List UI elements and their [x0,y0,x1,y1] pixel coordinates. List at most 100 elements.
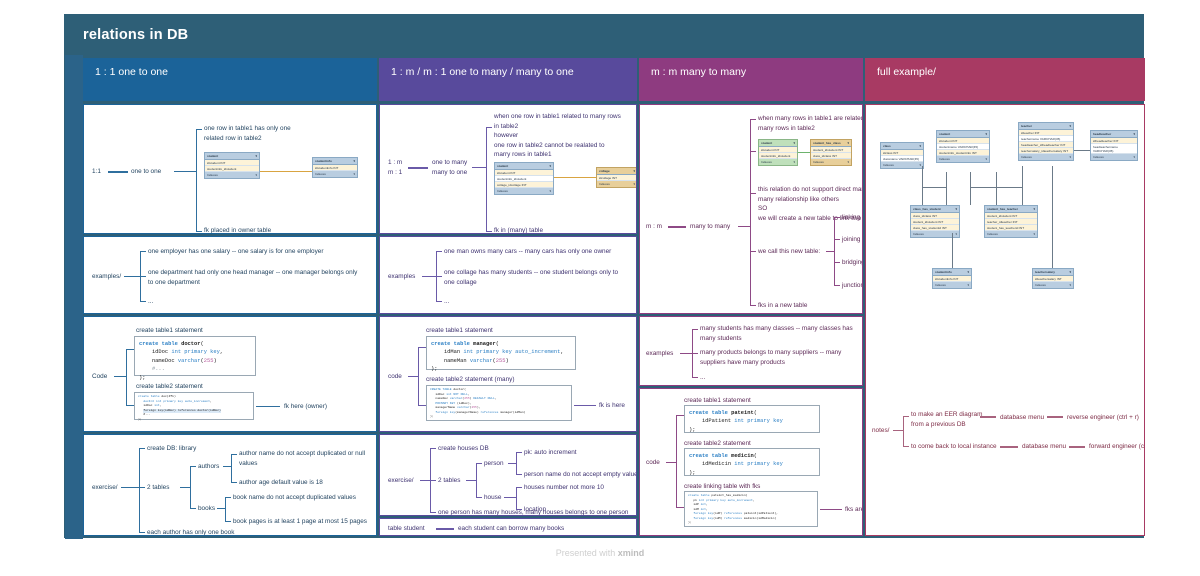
table-row: studentname VARCHAR(45) [937,144,989,150]
er-table-teacher: teacher▾ idteacher INT teachername VARCH… [1018,122,1074,161]
exercise-person: person [484,460,504,467]
cell-1-m-definition[interactable]: 1 : m m : 1 one to many many to one when… [379,104,637,234]
table-row: idstudent INT [205,160,259,166]
table-name: student_has_class [813,141,841,145]
table-row: student_idstudent INT [985,213,1037,219]
exercise-author-rule: author name do not accept duplicated or … [239,450,366,467]
table-name: class [883,144,891,148]
code2-title: create table2 statement (many) [426,376,515,383]
diagram-table-collage: collage▾ idcollage INT Indexes▾ [596,167,636,188]
label-code: code [646,459,660,466]
exercise-footnote: one person has many houses, many houses … [438,509,629,516]
table-name: studentinfo [935,270,952,274]
footer-brand: xmind [617,548,645,558]
table-row: idstudent INT [937,138,989,144]
note-m-m-top: when many rows in table1 are related to … [758,115,863,132]
table-row: student_has_teacherid INT [985,225,1037,231]
cell-1-1-examples[interactable]: examples/ one employer has one salary --… [83,236,377,314]
table-row: teachersalary_idteachersalary INT [1019,148,1073,154]
table-name: student [207,154,219,158]
er-table-studentinfo: studentinfo▾ idstudentinfo INT Indexes▾ [932,268,972,289]
code1-title: create table1 statement [426,327,493,334]
new-table-option: linking [842,214,861,221]
cell-1-m-table-student[interactable]: table student each student can borrow ma… [379,518,637,536]
cell-1-m-examples[interactable]: examples one man owns many cars -- many … [379,236,637,314]
code1-title: create table1 statement [136,327,203,334]
indexes-label: Indexes [883,163,894,167]
footer-branding: Presented with xmind [0,548,1200,558]
example-item: many students has many classes -- many c… [700,325,853,342]
exercise-book-rule: book name do not accept duplicated value… [233,494,356,501]
cell-1-1-exercise[interactable]: exercise/ create DB: library 2 tables ea… [83,434,377,536]
new-table-option: junction [842,282,863,289]
sql-create-pateint: create table pateint( idPatient int prim… [684,405,820,433]
table-row: collage_idcollage INT [495,182,553,188]
sql-create-table1: create table doctor( idDoc int primary k… [134,336,256,381]
example-item: one department had only one head manager… [148,269,358,286]
note-local-instance: to come back to local instance [911,443,997,450]
column-header-one-to-one[interactable]: 1 : 1 one to one [83,58,377,101]
sql-create-manager: create table manager( idMan int primary … [426,336,576,372]
table-row: idstudentinfo INT [313,165,357,171]
cell-1-m-code[interactable]: code create table1 statement create tabl… [379,316,637,432]
exercise-db: create houses DB [438,445,489,452]
sql-create-doctor-fk: CREATE TABLE doctor( idDoc int NOT NULL,… [426,385,572,421]
cell-1-m-exercise[interactable]: exercise/ create houses DB 2 tables one … [379,434,637,516]
indexes-label: Indexes [1093,155,1104,159]
cell-1-1-definition[interactable]: 1:1 one to one one row in table1 has onl… [83,104,377,234]
column-header-one-to-many[interactable]: 1 : m / m : 1 one to many / many to one [379,58,637,101]
note-database-menu: database menu [1022,443,1067,450]
table-name: teachersalary [1035,270,1055,274]
indexes-label: Indexes [207,173,218,177]
exercise-house-rule: houses number not more 10 [524,484,604,491]
fk-note: fks are here [845,506,862,513]
indexes-label: Indexes [1035,283,1046,287]
exercise-person-rule: pk: auto increment [524,449,577,456]
table-row: class_idclass INT [911,213,959,219]
table-row: studentinfo_idstudent [495,176,553,182]
label-code: Code [92,373,108,380]
label-exercise: exercise/ [388,477,414,484]
table-name: student [761,141,773,145]
label-examples: examples [388,273,416,280]
code2-title: create table2 statement [136,383,203,390]
code3-title: create linking table with fks [684,483,761,490]
table-row: class_idclass INT [811,153,851,159]
fk-note: fk here (owner) [284,403,327,410]
fk-note: fk is here [599,402,625,409]
label-examples: examples [646,350,674,357]
column-header-many-to-many[interactable]: m : m many to many [639,58,863,101]
xmind-sheet: relations in DB 1 : 1 one to one 1 : m /… [64,14,1145,539]
table-row: idstudent INT [759,147,797,153]
indexes-label: Indexes [761,160,772,164]
table-name: teacher [1021,124,1033,128]
exercise-books: books [198,505,216,512]
note-reverse-engineer: reverse engineer (ctrl + r) [1067,414,1139,421]
cell-m-m-code[interactable]: code create table1 statement create tabl… [639,388,863,536]
matrix-columns: 1 : 1 one to one 1 : m / m : 1 one to ma… [83,55,1145,539]
indexes-label: Indexes [497,189,508,193]
cell-full-example[interactable]: class▾ idclass INT classname VARCHAR(45)… [865,104,1145,536]
cell-m-m-definition[interactable]: m : m many to many when many rows in tab… [639,104,863,314]
exercise-authors: authors [198,463,220,470]
note-m-m-mid: this relation do not support direct many… [758,186,862,222]
cell-m-m-examples[interactable]: examples many students has many classes … [639,316,863,386]
label-many-to-many: many to many [690,223,731,230]
column-header-full-example[interactable]: full example/ [865,58,1145,101]
table-row: idclass INT [881,150,923,156]
table-row: teacher_idteacher INT [985,219,1037,225]
er-table-teachersalary: teachersalary▾ idteachersalary INT Index… [1032,268,1074,289]
example-item: ... [148,298,154,305]
table-name: student_has_teacher [987,207,1018,211]
table-row: idstudent INT [495,170,553,176]
table-name: headteacher [1093,132,1112,136]
exercise-person-rule: person name do not accept empty values [524,471,637,478]
exercise-db: create DB: library [147,445,197,452]
er-table-student: student▾ idstudent INT studentname VARCH… [936,130,990,163]
table-student-note: each student can borrow many books [458,525,565,532]
table-name: student [497,164,509,168]
table-row: studentinfo_idstudent [759,153,797,159]
table-row: idstudentinfo INT [933,276,971,282]
label-exercise: exercise/ [92,484,118,491]
cell-1-1-code[interactable]: Code create table1 statement create tabl… [83,316,377,432]
